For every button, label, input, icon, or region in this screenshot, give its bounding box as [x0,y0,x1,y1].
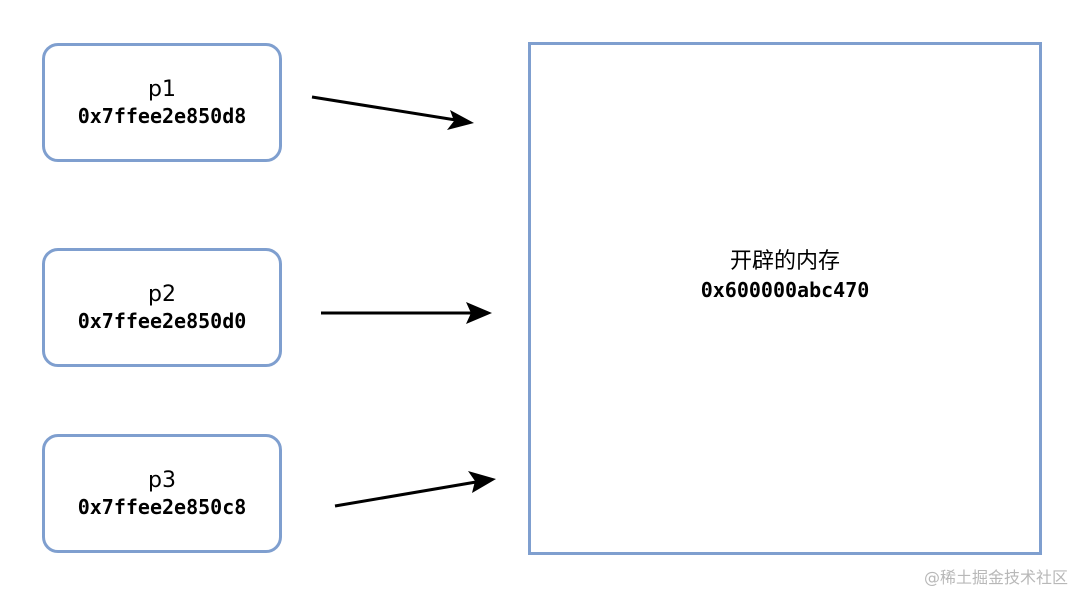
arrow-p2-to-memory [321,302,492,324]
pointer-address: 0x7ffee2e850d8 [77,103,247,128]
memory-address: 0x600000abc470 [700,278,870,302]
watermark-text: @稀土掘金技术社区 [923,568,1068,587]
memory-text-group: 开辟的内存 0x600000abc470 [701,248,870,304]
pointer-address: 0x7ffee2e850c8 [77,494,247,519]
pointer-name: p2 [148,281,176,307]
pointer-box-p1: p1 0x7ffee2e850d8 [42,43,282,162]
pointer-name: p3 [148,467,176,493]
memory-label: 开辟的内存 [729,249,840,274]
pointer-address: 0x7ffee2e850d0 [77,308,247,333]
pointer-name: p1 [148,76,176,102]
arrow-p1-to-memory [311,95,474,130]
pointer-box-p2: p2 0x7ffee2e850d0 [42,248,282,367]
allocated-memory-box: 开辟的内存 0x600000abc470 [528,42,1042,555]
pointer-box-p3: p3 0x7ffee2e850c8 [42,434,282,553]
arrow-p3-to-memory [334,471,496,508]
